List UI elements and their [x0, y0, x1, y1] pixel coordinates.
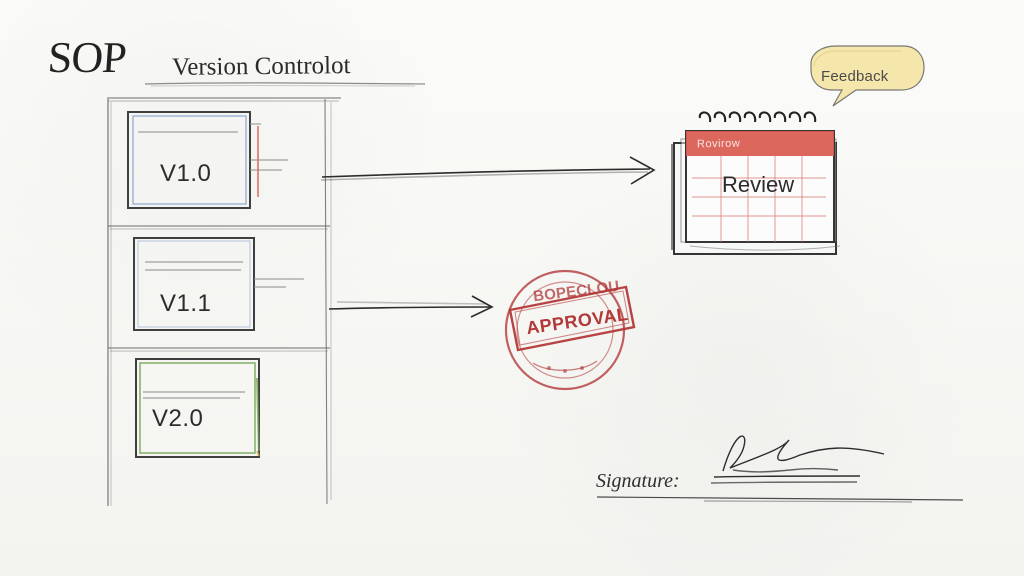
- approval-stamp-icon: [504, 269, 636, 391]
- page-title-subtitle: Version Controlot: [171, 52, 351, 81]
- signature-label: Signature:: [596, 470, 680, 492]
- review-label: Review: [722, 172, 795, 197]
- version-box-v11: [133, 237, 304, 331]
- version-panel: [107, 97, 341, 506]
- arrow-to-review: [320, 156, 656, 185]
- version-label-v11: V1.1: [160, 290, 212, 317]
- page-title-main: SOP: [46, 33, 128, 82]
- signature-line: [596, 496, 964, 503]
- version-box-v20: [135, 358, 260, 458]
- signature-mark-icon: [710, 435, 885, 484]
- calendar-icon: [671, 111, 841, 255]
- arrow-to-approval: [328, 295, 494, 318]
- feedback-label: Feedback: [821, 68, 889, 85]
- speech-bubble-icon: [810, 45, 925, 107]
- version-box-v10: [127, 111, 288, 209]
- calendar-banner-text: Rovirow: [696, 137, 741, 151]
- version-label-v10: V1.0: [160, 160, 212, 187]
- title-underline: [144, 82, 426, 85]
- version-label-v20: V2.0: [152, 405, 204, 432]
